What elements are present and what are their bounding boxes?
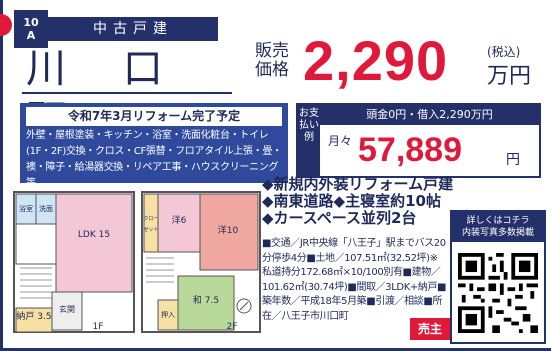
payment-monthly-label: 月々 [328,134,353,148]
room-bath: 浴室 [19,205,33,213]
price-label: 販売価格 [255,41,289,80]
floor-1f-label: 1F [92,322,104,332]
qr-caption-line2: 内装写真多数掲載 [461,228,534,238]
seller-badge: 売主 [410,318,450,340]
floor-plan-drawing [13,191,261,333]
room-wash: 洗面 [39,205,53,213]
listing-number-badge: 10 A [14,10,48,48]
feature-list: ◆新規内外装リフォーム戸建 ◆南東道路◆主寝室約10帖 ◆カースペース並列2台 [262,176,547,227]
listing-number: 10 [23,16,39,29]
reform-box: 令和7年3月リフォーム完了予定 外壁・屋根塗装・キッチン・浴室・洗面化粧台・トイ… [20,103,288,189]
price-unit: 万円 [487,64,532,89]
qr-caption-line1: 詳しくはコチラ [466,216,530,226]
feature-item: ◆南東道路◆主寝室約10帖 [262,192,441,210]
room-entrance: 玄関 [59,305,75,314]
room-oshiire: 押入 [161,311,175,319]
room-storage: 納戸 3.5 [16,312,52,322]
qr-code-icon[interactable] [458,248,538,338]
floor-plan: LDK 15 納戸 3.5 浴室 洗面 玄関 1F 洋6 洋10 和 7.5 押… [8,186,263,344]
qr-code-box[interactable]: 詳しくはコチラ 内装写真多数掲載 [450,210,546,344]
feature-item: ◆新規内外装リフォーム戸建 [262,175,454,193]
floor-2f-label: 2F [226,322,238,332]
reform-title: 令和7年3月リフォーム完了予定 [26,107,282,126]
feature-item: ◆カースペース並列2台 [262,209,417,227]
property-type-badge: 中古戸建 [48,17,218,41]
price-amount: 2,290 [303,29,449,92]
room-japanese: 和 7.5 [192,296,220,306]
qr-caption: 詳しくはコチラ 内装写真多数掲載 [452,212,544,242]
room-western-10: 洋10 [217,226,239,236]
payment-example-box: お支払い例 頭金0円・借入2,290万円 月々 57,889 円 [296,103,541,178]
payment-unit: 円 [506,152,520,168]
listing-number-suffix: A [26,29,36,42]
reform-details: 外壁・屋根塗装・キッチン・浴室・洗面化粧台・トイレ(1F・2F)交換・クロス・C… [26,130,282,189]
property-title: 川 口 町 [22,44,232,142]
room-ldk: LDK 15 [77,230,111,240]
room-western-6: 洋6 [171,216,187,226]
payment-side-label: お支払い例 [298,105,320,176]
property-spec: ■交通／JR中央線「八王子」駅までバス20分停歩4分■土地／107.51㎡(32… [262,238,447,322]
price-tax-note: (税込) [487,45,521,59]
payment-conditions: 頭金0円・借入2,290万円 [320,105,539,125]
payment-monthly-amount: 57,889 [358,131,462,169]
room-closet: クローゼット [143,216,159,233]
corner-dot [0,14,12,36]
